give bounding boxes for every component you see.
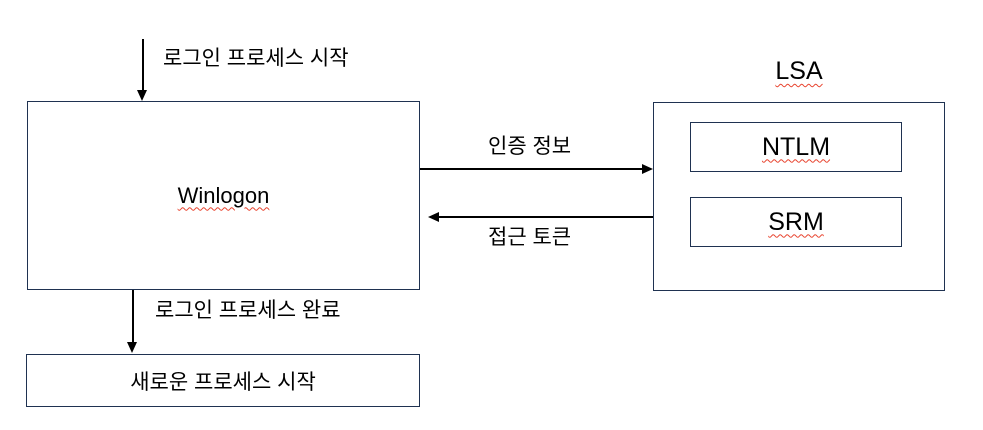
winlogon-label: Winlogon (177, 182, 270, 208)
winlogon-box: Winlogon (27, 101, 420, 290)
label-login-process-start: 로그인 프로세스 시작 (163, 47, 349, 70)
login-complete-arrow-line (132, 290, 134, 343)
ntlm-label: NTLM (761, 132, 831, 161)
access-token-arrow-line (438, 216, 653, 218)
label-auth-info: 인증 정보 (488, 135, 572, 158)
new-process-label: 새로운 프로세스 시작 (130, 370, 316, 394)
lsa-title: LSA (653, 57, 945, 86)
srm-box: SRM (690, 197, 902, 247)
srm-label: SRM (768, 207, 824, 236)
arrowhead-down-icon (127, 342, 137, 353)
arrowhead-down-icon (137, 90, 147, 101)
arrowhead-right-icon (642, 163, 653, 174)
ntlm-box: NTLM (690, 122, 902, 172)
arrowhead-left-icon (428, 211, 439, 222)
login-start-arrow-line (142, 39, 144, 91)
new-process-box: 새로운 프로세스 시작 (26, 354, 420, 407)
lsa-title-text: LSA (775, 57, 823, 85)
auth-info-arrow-line (420, 168, 643, 170)
label-access-token: 접근 토큰 (488, 226, 572, 249)
label-login-process-complete: 로그인 프로세스 완료 (155, 299, 341, 322)
